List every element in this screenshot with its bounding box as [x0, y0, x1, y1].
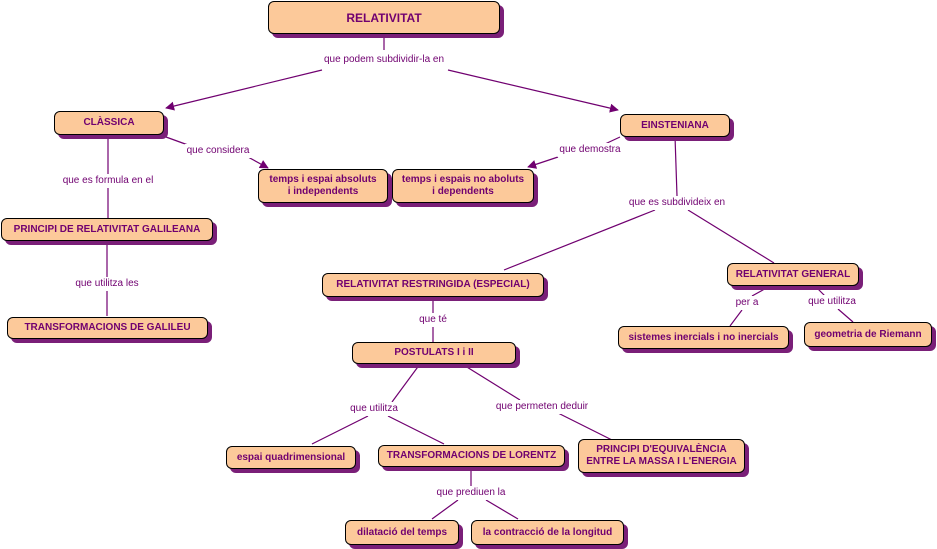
line-permeten-equivalencia	[557, 412, 613, 441]
line-general-per-a	[751, 285, 771, 297]
arrow-to-temps-no-absoluts	[527, 156, 559, 169]
node-contraccio-longitud[interactable]: la contracció de la longitud	[471, 520, 624, 545]
line-per-a-sistemes	[729, 309, 743, 327]
node-temps-absoluts[interactable]: temps i espai absoluts i independents	[258, 169, 388, 203]
node-dilatacio-temps[interactable]: dilatació del temps	[345, 520, 459, 545]
node-temps-no-absoluts[interactable]: temps i espais no aboluts i dependents	[392, 169, 534, 203]
link-subdivideix: que es subdivideix en	[626, 196, 728, 210]
line-prediuen-dilatacio	[431, 499, 459, 520]
node-einsteniana[interactable]: EINSTENIANA	[620, 114, 730, 137]
line-utilitza-lorentz	[387, 415, 445, 445]
line-postulats-utilitza	[391, 363, 421, 403]
link-considera: que considera	[184, 144, 252, 158]
link-prediuen: que prediuen la	[434, 486, 508, 500]
node-postulats[interactable]: POSTULATS I i II	[352, 342, 516, 364]
node-classica[interactable]: CLÀSSICA	[54, 111, 164, 135]
line-subdivideix-general	[687, 209, 775, 264]
node-geometria-riemann[interactable]: geometria de Riemann	[804, 322, 932, 347]
node-principi-galileana[interactable]: PRINCIPI DE RELATIVITAT GALILEANA	[1, 218, 213, 241]
link-utilitza-general: que utilitza	[806, 295, 858, 309]
node-transformacions-galileu[interactable]: TRANSFORMACIONS DE GALILEU	[7, 317, 208, 339]
node-sistemes-inercials[interactable]: sistemes inercials i no inercials	[618, 326, 789, 349]
node-transformacions-lorentz[interactable]: TRANSFORMACIONS DE LORENTZ	[378, 445, 565, 467]
line-general-utilitza	[814, 285, 826, 297]
link-te: que té	[417, 313, 449, 327]
line-einsteniana-demostra	[604, 136, 621, 145]
line-subdivideix-restringida	[503, 209, 656, 271]
link-utilitza-les: que utilitza les	[73, 277, 141, 291]
line-postulats-permeten	[461, 363, 521, 401]
node-principi-equivalencia[interactable]: PRINCIPI D'EQUIVALÈNCIA ENTRE LA MASSA I…	[578, 439, 745, 473]
line-utilitza-riemann	[837, 308, 854, 323]
arrow-to-temps-absoluts	[247, 156, 269, 169]
line-utilitza-espai	[311, 415, 369, 445]
link-subdividir: que podem subdividir-la en	[321, 53, 447, 67]
link-utilitza-postulats: que utilitza	[348, 402, 400, 416]
line-einsteniana-subdivideix	[674, 135, 678, 197]
link-formula: que es formula en el	[60, 174, 156, 188]
arrow-to-classica	[165, 69, 323, 111]
node-relativitat[interactable]: RELATIVITAT	[268, 1, 500, 34]
node-relativitat-general[interactable]: RELATIVITAT GENERAL	[727, 263, 859, 286]
link-per-a: per a	[733, 296, 761, 310]
node-relativitat-restringida[interactable]: RELATIVITAT RESTRINGIDA (ESPECIAL)	[322, 273, 544, 297]
line-classica-considera	[165, 136, 189, 146]
line-prediuen-contraccio	[485, 499, 519, 520]
link-permeten-deduir: que permeten deduir	[493, 400, 591, 414]
node-espai-quadrimensional[interactable]: espai quadrimensional	[226, 446, 356, 469]
arrow-to-einsteniana	[447, 69, 619, 113]
link-demostra: que demostra	[557, 143, 623, 157]
